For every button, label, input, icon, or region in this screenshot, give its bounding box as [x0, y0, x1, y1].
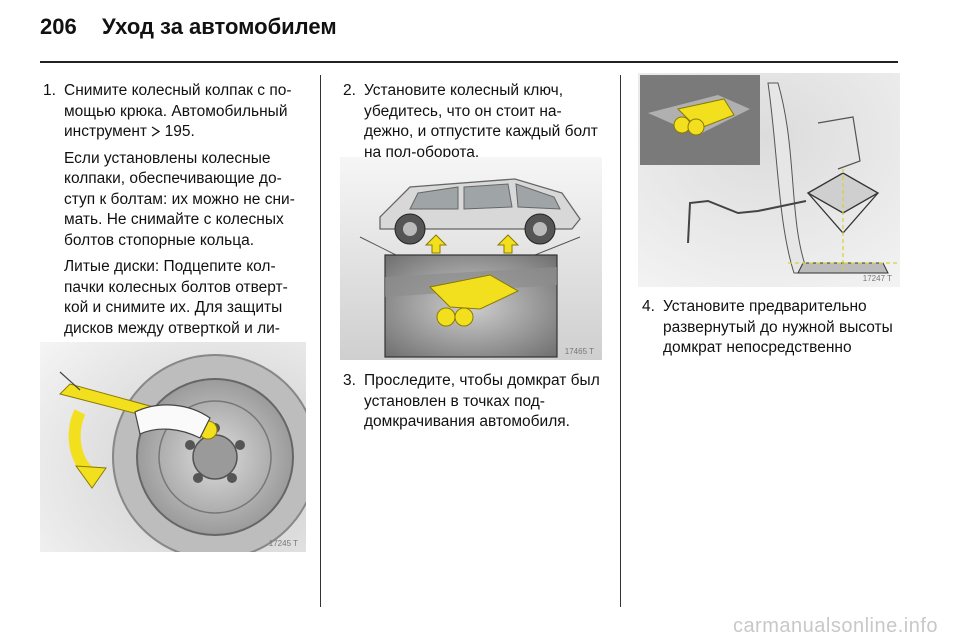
step-text: Установите колесный ключ, убедитесь, что… — [364, 82, 598, 161]
step-number: 1. — [43, 82, 56, 99]
column-2: 2. Установите колесный ключ, убедитесь, … — [343, 81, 605, 163]
figure-code: 17465 T — [564, 347, 594, 356]
step-number: 4. — [642, 298, 655, 315]
reference-page[interactable]: 195. — [164, 123, 195, 140]
header-rule — [40, 61, 898, 63]
step-text: Проследите, чтобы домкрат был установлен… — [364, 372, 600, 430]
step-2: 2. Установите колесный ключ, убедитесь, … — [343, 81, 605, 163]
column-divider-1 — [320, 75, 321, 607]
column-2-lower: 3. Проследите, чтобы домкрат был установ… — [343, 371, 605, 433]
figure-wheel-wrench: 17245 T — [40, 342, 306, 552]
figure-code: 17247 T — [862, 274, 892, 283]
step-4: 4. Установите предварительно развернутый… — [642, 297, 904, 359]
step-1: 1. Снимите колесный колпак с по-мощью кр… — [43, 81, 305, 143]
paragraph-hubcaps: Если установлены колесные колпаки, обесп… — [64, 149, 295, 249]
step-text: Установите предварительно развернутый до… — [663, 298, 893, 356]
column-1: 1. Снимите колесный колпак с по-мощью кр… — [43, 81, 305, 380]
page-number: 206 — [40, 14, 77, 39]
figure-jack-points: 17465 T — [340, 157, 602, 360]
step-text: Снимите колесный колпак с по-мощью крюка… — [64, 82, 292, 140]
watermark: carmanualsonline.info — [732, 615, 938, 637]
page-title: Уход за автомобилем — [102, 14, 337, 39]
figure-code: 17245 T — [268, 539, 298, 548]
step-3: 3. Проследите, чтобы домкрат был установ… — [343, 371, 605, 433]
column-divider-2 — [620, 75, 621, 607]
column-3-text: 4. Установите предварительно развернутый… — [642, 297, 904, 359]
figure-jack-installed: 17247 T — [638, 73, 900, 287]
step-number: 2. — [343, 82, 356, 99]
step-number: 3. — [343, 372, 356, 389]
arrow-ref-icon — [151, 123, 164, 140]
page-header: 206 Уход за автомобилем — [40, 14, 337, 48]
